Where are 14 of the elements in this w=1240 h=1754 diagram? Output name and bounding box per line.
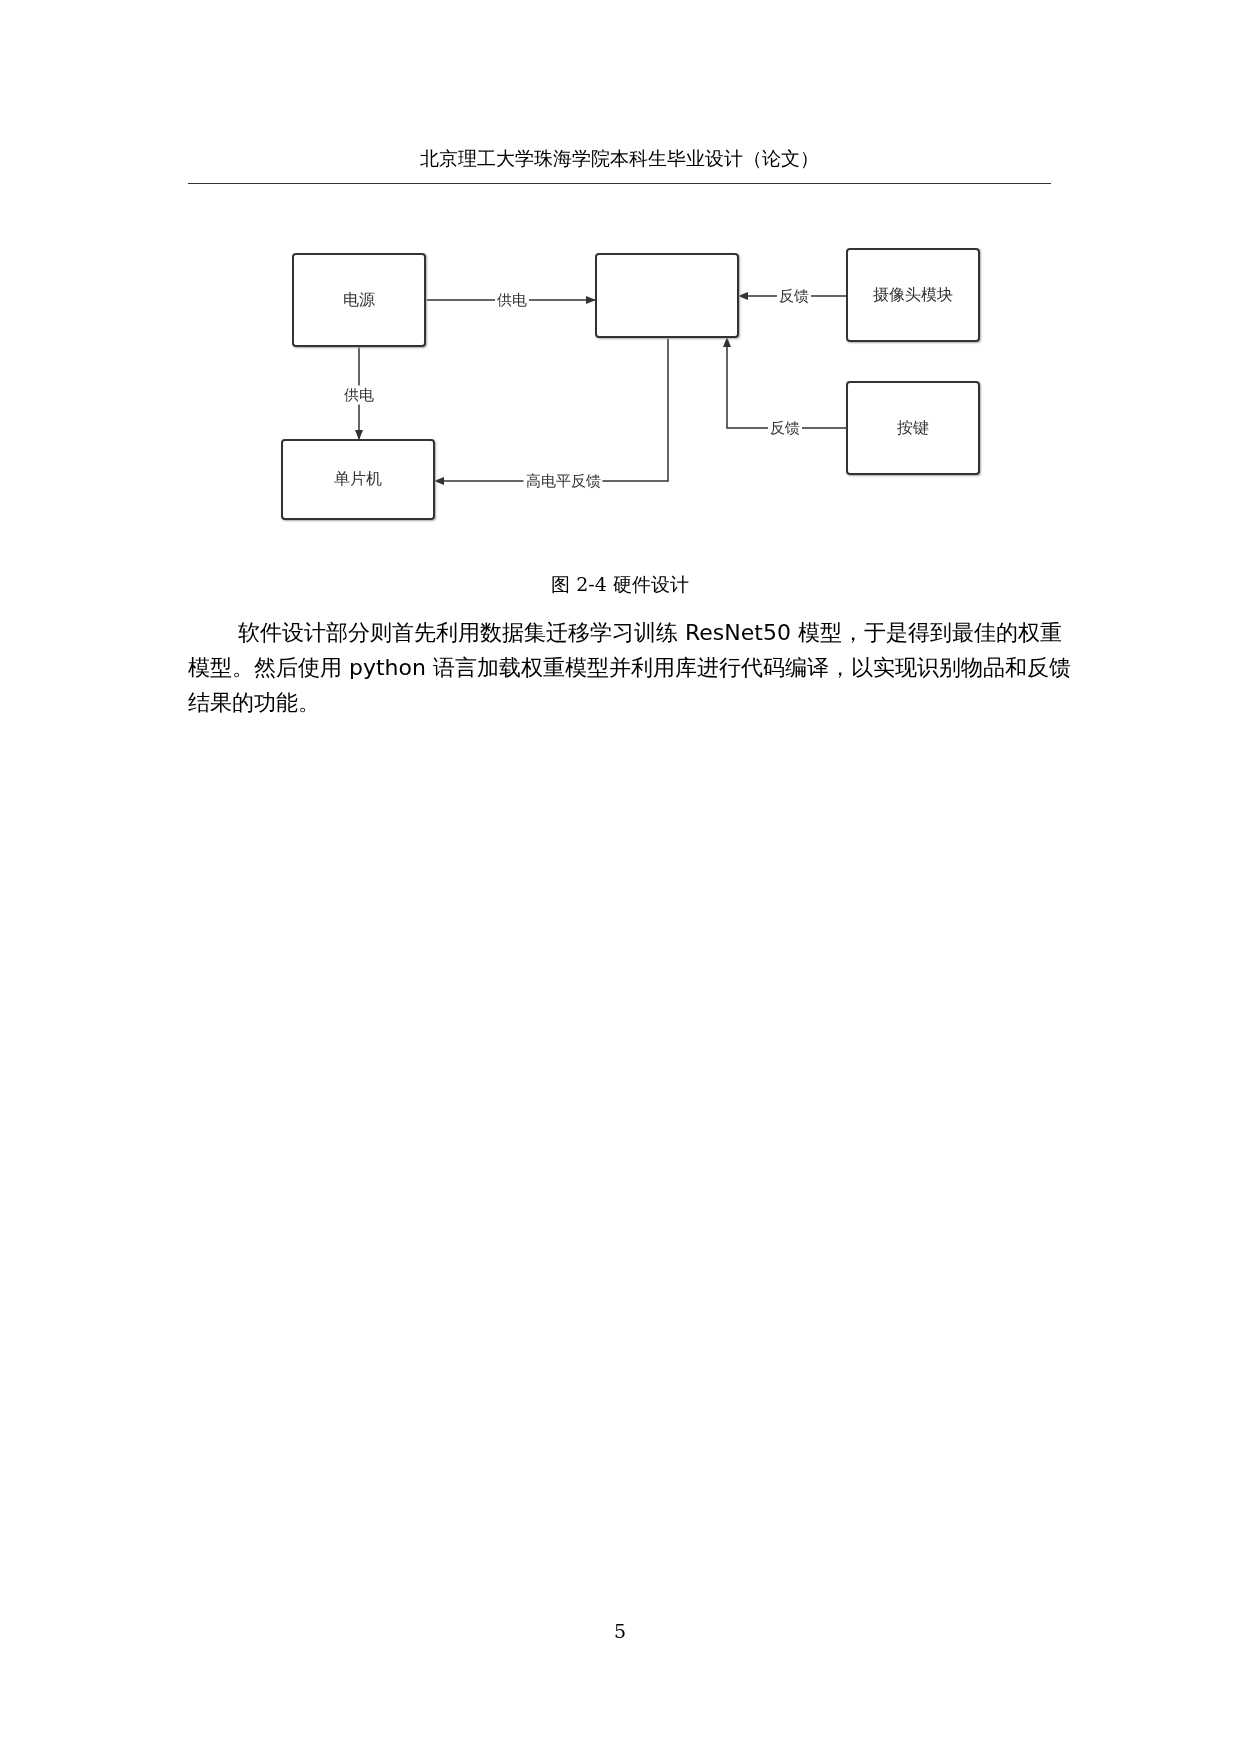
figure-caption: 图 2-4 硬件设计	[550, 572, 690, 597]
page-header: 北京理工大学珠海学院本科生毕业设计（论文）	[419, 146, 820, 171]
process-box: 电源	[292, 253, 426, 347]
body-paragraph: 软件设计部分则首先利用数据集迁移学习训练 ResNet50 模型，于是得到最佳的权重模型。然后使用 python 语言加载权重模型并利用库进行代码编译，以实现识别物品和反馈结果的功能。	[188, 619, 1072, 718]
page-number: 5	[612, 1620, 628, 1642]
edge-label: 供电	[342, 385, 376, 405]
edge-label: 反馈	[777, 286, 811, 306]
process-box	[595, 253, 739, 338]
edge-label: 供电	[495, 290, 529, 310]
edge-label: 反馈	[768, 418, 802, 438]
edge-label: 高电平反馈	[523, 471, 603, 491]
process-box: 单片机	[281, 439, 435, 520]
process-box: 摄像头模块	[846, 248, 980, 342]
process-box: 按键	[846, 381, 980, 475]
